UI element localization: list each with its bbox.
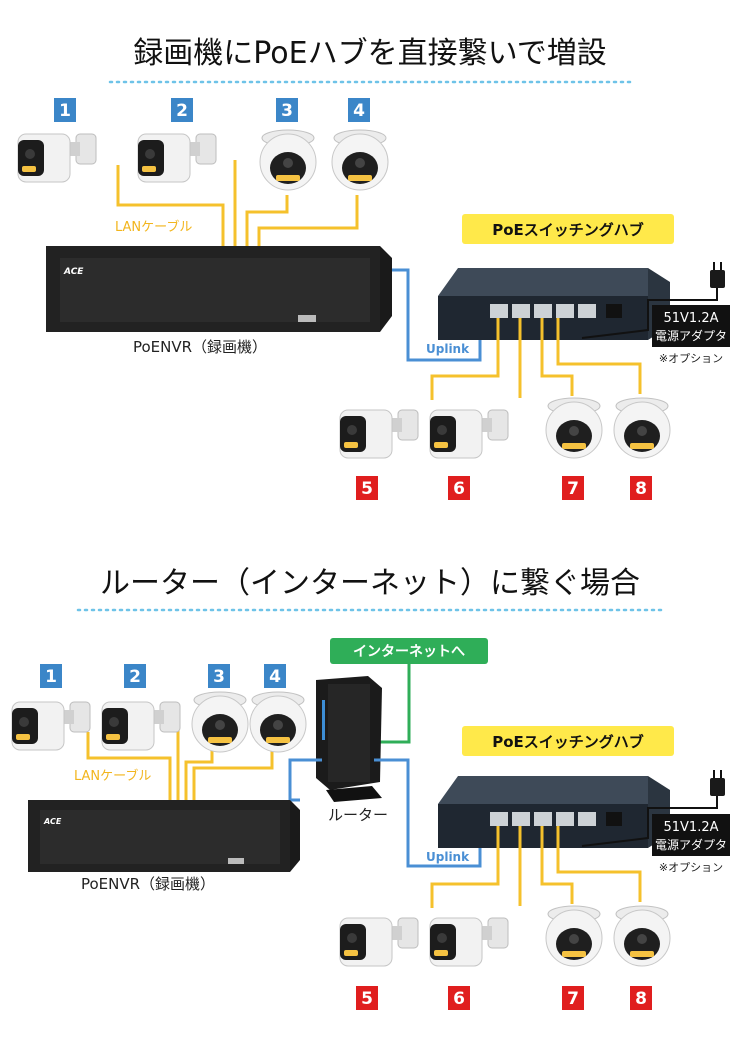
dome-camera-4 (331, 129, 389, 191)
dome2-camera-4 (249, 691, 307, 753)
section1-uplink-label: Uplink (426, 342, 470, 356)
section1-lan-label: LANケーブル (115, 219, 192, 235)
dome2-camera-3 (191, 691, 249, 753)
section2-internet-label: インターネットへ (330, 638, 488, 664)
dome-camera-8 (613, 397, 671, 459)
svg-text:7: 7 (567, 479, 579, 499)
badge2-camera-2: 2 (124, 664, 146, 688)
svg-text:5: 5 (361, 479, 373, 499)
section2-power-cable (581, 796, 718, 847)
section2-router (316, 676, 382, 802)
section1-power-plug (710, 262, 725, 288)
section2-nvr-label: PoENVR（録画機） (81, 875, 215, 893)
section1-uplink-cable (392, 268, 482, 362)
section1-poe-hub (438, 268, 670, 340)
dome-camera-3 (259, 129, 317, 191)
svg-text:ACE: ACE (43, 817, 62, 826)
svg-text:51V1.2A: 51V1.2A (663, 820, 718, 835)
svg-text:3: 3 (213, 667, 225, 687)
bullet-camera-6 (429, 409, 509, 459)
section1-hub-cables (430, 318, 642, 400)
section1-title: 録画機にPoEハブを直接繋いで増設 (133, 36, 606, 71)
section2-adapter-note: ※オプション (659, 861, 723, 874)
svg-text:5: 5 (361, 989, 373, 1009)
svg-text:電源アダプタ: 電源アダプタ (655, 328, 727, 343)
section2-hub-label: PoEスイッチングハブ (462, 726, 674, 756)
svg-text:8: 8 (635, 989, 647, 1009)
svg-text:7: 7 (567, 989, 579, 1009)
section2-nvr: ACE (28, 800, 300, 872)
bullet2-camera-5 (339, 917, 419, 967)
section2-uplink-cable (374, 758, 482, 868)
badge2-camera-5: 5 (356, 986, 378, 1010)
svg-text:8: 8 (635, 479, 647, 499)
section2-power-adapter: 51V1.2A 電源アダプタ (652, 814, 730, 856)
bullet-camera-1 (17, 133, 97, 183)
section2-uplink-label: Uplink (426, 850, 470, 864)
bullet2-camera-2 (101, 701, 181, 751)
section2-title: ルーター（インターネット）に繋ぐ場合 (100, 566, 640, 601)
badge2-camera-1: 1 (40, 664, 62, 688)
badge2-camera-8: 8 (630, 986, 652, 1010)
badge2-camera-4: 4 (264, 664, 286, 688)
svg-text:6: 6 (453, 479, 465, 499)
section1-nvr: ACE (46, 246, 392, 332)
section1-nvr-label: PoENVR（録画機） (133, 338, 267, 356)
section2-poe-hub (438, 776, 670, 848)
section1-hub-label: PoEスイッチングハブ (462, 214, 674, 244)
svg-text:4: 4 (269, 667, 281, 687)
section2-power-plug (710, 770, 725, 796)
svg-text:6: 6 (453, 989, 465, 1009)
section2-hub-cables (430, 826, 642, 908)
bullet2-camera-1 (11, 701, 91, 751)
dome2-camera-8 (613, 905, 671, 967)
section2-router-label: ルーター (328, 806, 388, 824)
badge-camera-5: 5 (356, 476, 378, 500)
section1-adapter-note: ※オプション (659, 352, 723, 365)
badge-camera-2: 2 (171, 98, 193, 122)
svg-text:2: 2 (129, 667, 141, 687)
svg-text:1: 1 (59, 101, 71, 121)
svg-text:インターネットへ: インターネットへ (353, 644, 465, 660)
svg-text:PoEスイッチングハブ: PoEスイッチングハブ (492, 221, 644, 239)
bullet2-camera-6 (429, 917, 509, 967)
svg-text:電源アダプタ: 電源アダプタ (655, 837, 727, 852)
badge-camera-3: 3 (276, 98, 298, 122)
section1-power-cable (581, 288, 718, 339)
svg-text:2: 2 (176, 101, 188, 121)
svg-text:4: 4 (353, 101, 365, 121)
svg-text:3: 3 (281, 101, 293, 121)
badge2-camera-6: 6 (448, 986, 470, 1010)
badge2-camera-3: 3 (208, 664, 230, 688)
badge-camera-4: 4 (348, 98, 370, 122)
svg-text:51V1.2A: 51V1.2A (663, 311, 718, 326)
nvr-brand: ACE (63, 267, 84, 277)
bullet-camera-5 (339, 409, 419, 459)
badge2-camera-7: 7 (562, 986, 584, 1010)
section2-lan-cables (86, 728, 274, 800)
dome-camera-7 (545, 397, 603, 459)
section2-lan-label: LANケーブル (74, 768, 151, 784)
badge-camera-1: 1 (54, 98, 76, 122)
svg-text:PoEスイッチングハブ: PoEスイッチングハブ (492, 733, 644, 751)
section1-lan-cables (116, 160, 359, 246)
section1-power-adapter: 51V1.2A 電源アダプタ (652, 305, 730, 347)
section2-router-nvr-cable (288, 758, 322, 802)
badge-camera-7: 7 (562, 476, 584, 500)
dome2-camera-7 (545, 905, 603, 967)
bullet-camera-2 (137, 133, 217, 183)
badge-camera-8: 8 (630, 476, 652, 500)
svg-text:1: 1 (45, 667, 57, 687)
badge-camera-6: 6 (448, 476, 470, 500)
section2-internet-cable (372, 664, 411, 744)
